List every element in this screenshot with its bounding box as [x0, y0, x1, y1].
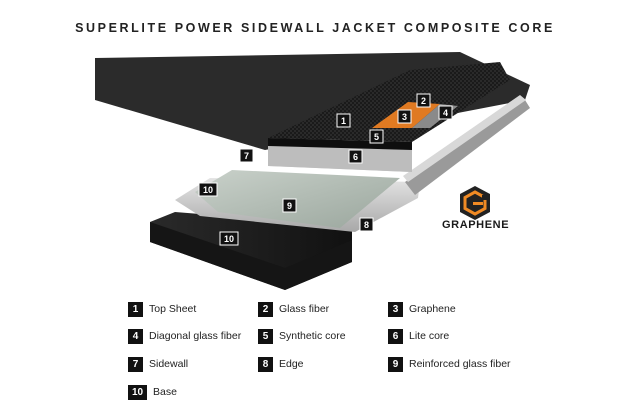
legend-number: 7: [128, 356, 143, 372]
base-top-edge: [150, 222, 352, 290]
diagram-badge-3: 3: [397, 109, 412, 124]
legend-label: Graphene: [409, 303, 456, 315]
svg-text:9: 9: [287, 201, 292, 211]
graphene-logo-text: GRAPHENE: [442, 219, 510, 231]
diagram-badge-1: 1: [336, 113, 351, 128]
legend-label: Diagonal glass fiber: [149, 330, 242, 342]
diagram-badge-4: 4: [438, 105, 453, 120]
diagram-badge-9: 9: [282, 198, 297, 213]
edge-rail-top: [403, 95, 526, 182]
diagram-badge-5: 5: [369, 129, 384, 144]
legend-number: 3: [388, 301, 403, 317]
legend-label: Edge: [279, 358, 304, 370]
legend-item-5: 5 Synthetic core: [258, 328, 346, 344]
svg-text:10: 10: [224, 234, 234, 244]
svg-text:4: 4: [443, 108, 448, 118]
legend-item-7: 7 Sidewall: [128, 356, 188, 372]
diagram-badge-10b: 10: [219, 231, 239, 246]
legend-item-9: 9 Reinforced glass fiber: [388, 356, 511, 372]
svg-text:10: 10: [203, 185, 213, 195]
svg-text:8: 8: [364, 220, 369, 230]
diagram-badge-2: 2: [416, 93, 431, 108]
svg-text:2: 2: [421, 96, 426, 106]
legend-label: Lite core: [409, 330, 450, 342]
legend-item-3: 3 Graphene: [388, 301, 456, 317]
legend-number: 6: [388, 328, 403, 344]
legend-label: Synthetic core: [279, 330, 346, 342]
legend-number: 2: [258, 301, 273, 317]
diagram-badge-6: 6: [348, 149, 363, 164]
svg-text:6: 6: [353, 152, 358, 162]
legend-number: 1: [128, 301, 143, 317]
legend-number: 4: [128, 328, 143, 344]
reinforced-glass-sheet: [195, 170, 400, 228]
svg-text:5: 5: [374, 132, 379, 142]
legend-item-6: 6 Lite core: [388, 328, 449, 344]
legend-item-1: 1 Top Sheet: [128, 301, 196, 317]
diagram-badge-8: 8: [359, 217, 374, 232]
page-title: SUPERLITE POWER SIDEWALL JACKET COMPOSIT…: [75, 21, 555, 35]
legend-label: Reinforced glass fiber: [409, 358, 511, 370]
legend-label: Sidewall: [149, 358, 189, 370]
legend-item-4: 4 Diagonal glass fiber: [128, 328, 241, 344]
svg-text:1: 1: [341, 116, 346, 126]
diagram-badge-10a: 10: [198, 182, 218, 197]
diagram-badge-7: 7: [239, 148, 254, 163]
svg-text:3: 3: [402, 112, 407, 122]
legend-label: Glass fiber: [279, 303, 330, 315]
graphene-g-icon: [460, 186, 490, 220]
svg-text:7: 7: [244, 151, 249, 161]
top-sheet-layer: [268, 62, 510, 142]
edge-rail: [405, 100, 530, 195]
legend-item-2: 2 Glass fiber: [258, 301, 329, 317]
legend-number: 5: [258, 328, 273, 344]
legend-number: 8: [258, 356, 273, 372]
legend-label: Top Sheet: [149, 303, 197, 315]
legend-item-8: 8 Edge: [258, 356, 304, 372]
legend-number: 9: [388, 356, 403, 372]
legend-item-10: 10 Base: [128, 384, 177, 400]
lite-core-front: [268, 146, 412, 172]
legend-number: 10: [128, 384, 147, 400]
legend-label: Base: [153, 386, 177, 398]
